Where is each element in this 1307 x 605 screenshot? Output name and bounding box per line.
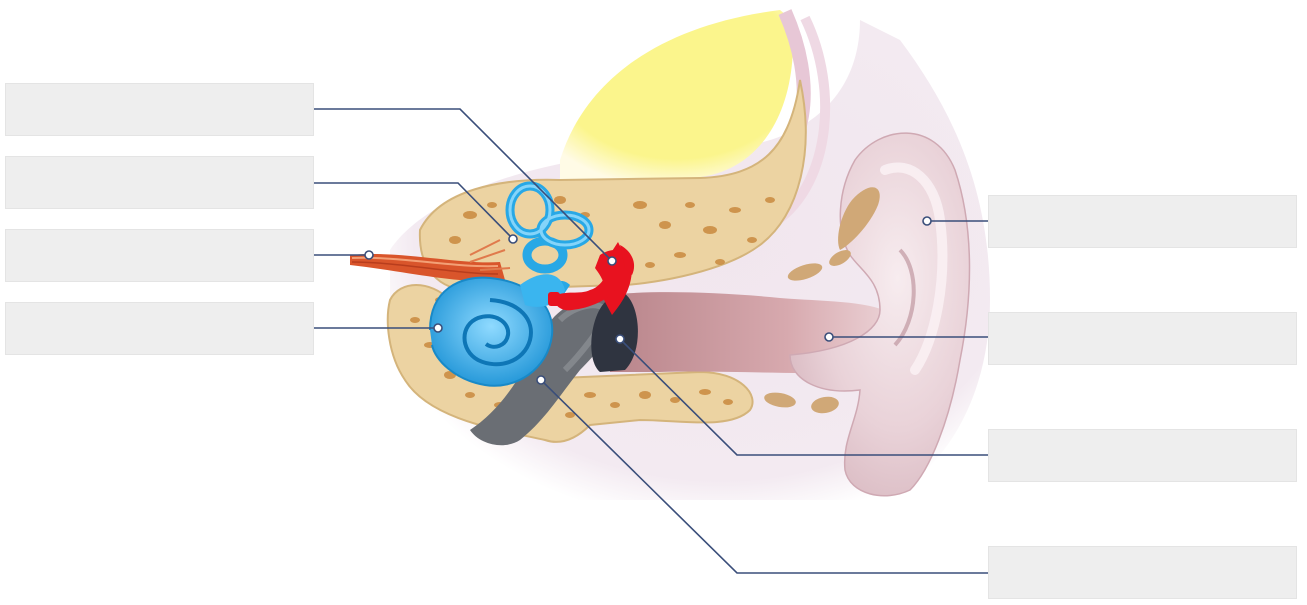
label-box-cochlea[interactable]: [5, 302, 314, 355]
dot-eardrum: [616, 335, 624, 343]
label-box-eustachian-tube[interactable]: [988, 546, 1297, 599]
label-box-auditory-nerve[interactable]: [5, 229, 314, 282]
label-box-ossicles[interactable]: [5, 83, 314, 136]
label-box-ear-canal[interactable]: [988, 312, 1297, 365]
label-box-eardrum[interactable]: [988, 429, 1297, 482]
dot-auditory-nerve: [365, 251, 373, 259]
label-box-pinna[interactable]: [988, 195, 1297, 248]
dot-ossicles: [608, 257, 616, 265]
dot-semicircular-canals: [509, 235, 517, 243]
dot-eustachian-tube: [537, 376, 545, 384]
label-box-semicircular-canals[interactable]: [5, 156, 314, 209]
dot-ear-canal: [825, 333, 833, 341]
dot-cochlea: [434, 324, 442, 332]
dot-pinna: [923, 217, 931, 225]
